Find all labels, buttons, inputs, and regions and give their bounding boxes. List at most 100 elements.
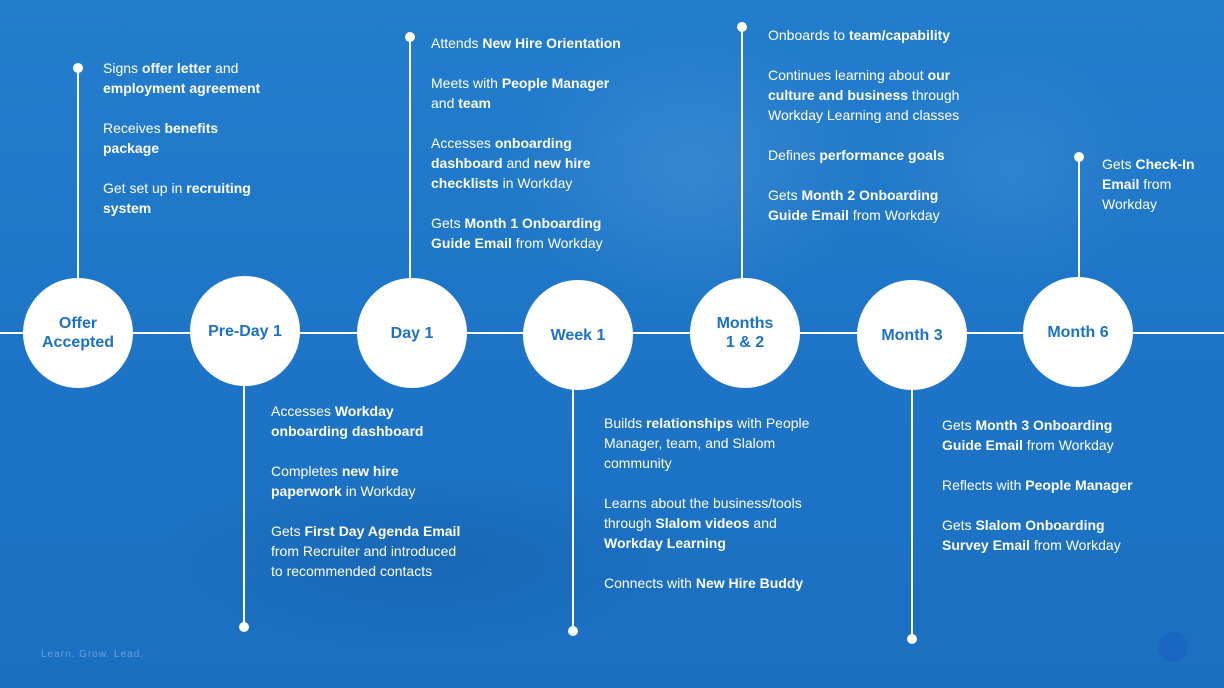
detail-text: from Workday [1029,537,1121,553]
connector-line [409,37,411,280]
detail-text: Connects with [604,575,696,591]
detail-emphasis: New Hire Orientation [482,35,621,51]
detail-item: Meets with People Manager and team [431,73,631,113]
detail-item: Accesses Workday onboarding dashboard [271,401,466,441]
detail-text: Learns about the business/tools through [604,495,802,531]
detail-text: with People Manager, team, and Slalom co… [604,415,810,471]
details-week-1: Builds relationships with People Manager… [604,413,819,593]
detail-item: Onboards to team/capability [768,25,968,45]
detail-item: Builds relationships with People Manager… [604,413,819,473]
corner-badge [1158,632,1188,662]
detail-emphasis: First Day Agenda Email [304,523,461,539]
detail-text: Gets [431,215,465,231]
detail-text: through Workday Learning and classes [768,87,960,123]
detail-emphasis: benefits package [103,120,219,156]
detail-emphasis: new hire paperwork [271,463,399,499]
detail-text: Gets [942,517,976,533]
detail-text: from Workday [848,207,940,223]
detail-text: Meets with [431,75,502,91]
detail-text: and [431,95,459,111]
detail-text: from Recruiter and introduced to recomme… [271,543,457,579]
detail-item: Gets Month 2 Onboarding Guide Email from… [768,185,968,225]
detail-item: Reflects with People Manager [942,475,1142,495]
stage-node-month-6: Month 6 [1023,277,1133,387]
stage-label: Pre-Day 1 [208,322,282,340]
detail-text: Gets [1102,156,1136,172]
details-month-6: Gets Check-In Email from Workday [1102,154,1212,214]
connector-dot [239,622,249,632]
detail-text: from Workday [1102,176,1172,212]
detail-text: Gets [271,523,305,539]
detail-text: Gets [768,187,802,203]
detail-text: Defines [768,147,820,163]
detail-text: Builds [604,415,647,431]
detail-item: Get set up in recruiting system [103,178,273,218]
detail-text: Continues learning about [768,67,928,83]
detail-emphasis: People Manager [1025,477,1133,493]
stage-label: Month 3 [881,326,943,344]
connector-line [243,384,245,628]
detail-emphasis: New Hire Buddy [695,575,804,591]
detail-text: Signs [103,60,142,76]
detail-item: Learns about the business/tools through … [604,493,819,553]
connector-dot [737,22,747,32]
detail-emphasis: our culture and business [768,67,951,103]
detail-text: and [749,515,777,531]
connector-line [741,27,743,280]
detail-item: Gets Slalom Onboarding Survey Email from… [942,515,1142,555]
detail-item: Connects with New Hire Buddy [604,573,819,593]
detail-emphasis: Workday Learning [604,535,726,551]
stage-label: Week 1 [550,326,606,344]
stage-node-month-3: Month 3 [857,280,967,390]
detail-text: Accesses [431,135,495,151]
detail-item: Signs offer letter and employment agreem… [103,58,273,98]
connector-line [77,68,79,280]
detail-text: Receives [103,120,165,136]
detail-item: Attends New Hire Orientation [431,33,631,53]
detail-text: and [502,155,534,171]
stage-node-offer-accepted: Offer Accepted [23,278,133,388]
detail-emphasis: new hire checklists [431,155,591,191]
detail-text: Gets [942,417,976,433]
detail-emphasis: Month 1 Onboarding Guide Email [431,215,602,251]
connector-dot [1074,152,1084,162]
detail-text: and [211,60,239,76]
connector-line [911,388,913,640]
detail-item: Receives benefits package [103,118,273,158]
detail-text: in Workday [498,175,573,191]
stage-node-months-1-2: Months 1 & 2 [690,278,800,388]
detail-emphasis: employment agreement [103,80,261,96]
detail-item: Gets Month 1 Onboarding Guide Email from… [431,213,631,253]
connector-dot [405,32,415,42]
details-offer-accepted: Signs offer letter and employment agreem… [103,58,273,218]
detail-emphasis: People Manager [501,75,610,91]
detail-text: Onboards to [768,27,849,43]
detail-emphasis: onboarding dashboard [431,135,572,171]
detail-emphasis: Month 2 Onboarding Guide Email [768,187,939,223]
connector-dot [73,63,83,73]
detail-item: Continues learning about our culture and… [768,65,968,125]
detail-item: Gets Month 3 Onboarding Guide Email from… [942,415,1142,455]
detail-emphasis: Month 3 Onboarding Guide Email [942,417,1113,453]
detail-item: Defines performance goals [768,145,968,165]
stage-label: Months 1 & 2 [716,315,774,351]
detail-text: Completes [271,463,342,479]
detail-emphasis: performance goals [819,147,945,163]
stage-node-week-1: Week 1 [523,280,633,390]
connector-line [1078,157,1080,280]
detail-emphasis: team [458,95,491,111]
detail-text: Reflects with [942,477,1026,493]
detail-text: from Workday [511,235,603,251]
detail-emphasis: relationships [646,415,734,431]
detail-text: Accesses [271,403,335,419]
detail-text: in Workday [341,483,416,499]
detail-text: Get set up in [103,180,187,196]
detail-item: Gets Check-In Email from Workday [1102,154,1212,214]
stage-label: Month 6 [1047,323,1109,341]
connector-line [572,388,574,631]
detail-text: from Workday [1022,437,1114,453]
detail-item: Completes new hire paperwork in Workday [271,461,466,501]
detail-emphasis: Slalom videos [655,515,750,531]
